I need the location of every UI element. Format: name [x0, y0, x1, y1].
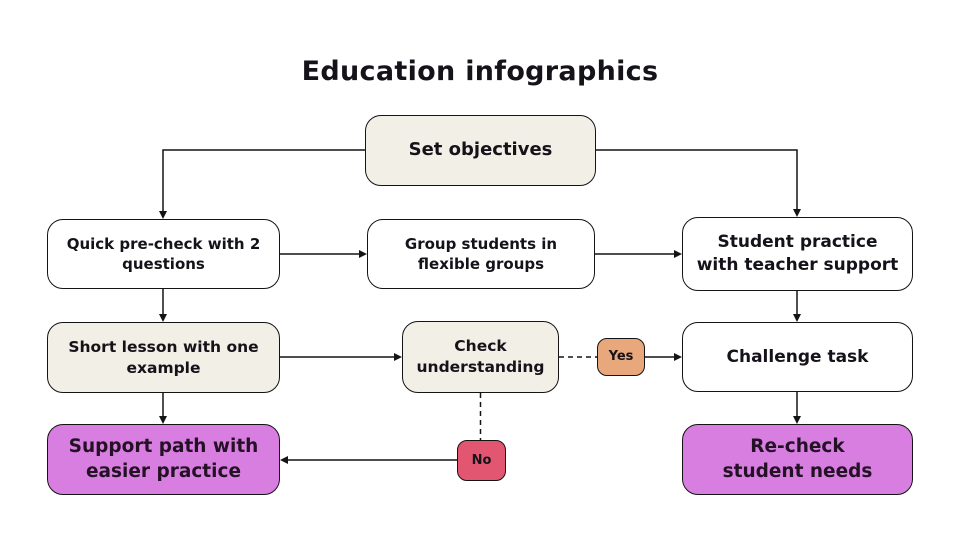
node-label: Set objectives — [408, 139, 553, 161]
node-set-objectives: Set objectives — [365, 115, 596, 186]
node-label: Check understanding — [416, 337, 545, 376]
node-label: Challenge task — [726, 346, 869, 367]
node-label: Short lesson with one example — [68, 337, 259, 377]
node-label: Student practice with teacher support — [696, 232, 899, 275]
decision-tag-no: No — [457, 440, 506, 481]
node-short-lesson: Short lesson with one example — [47, 322, 280, 393]
node-label: Quick pre-check with 2 questions — [66, 234, 261, 273]
node-label: No — [471, 452, 492, 468]
node-label: Group students in flexible groups — [404, 234, 558, 273]
edge-objectives-precheck — [159, 149, 365, 219]
node-label: Support path with easier practice — [68, 435, 259, 482]
node-student-practice: Student practice with teacher support — [682, 217, 913, 291]
node-quick-precheck: Quick pre-check with 2 questions — [47, 219, 280, 289]
node-group-students: Group students in flexible groups — [367, 219, 595, 289]
decision-tag-yes: Yes — [597, 338, 645, 376]
node-label: Yes — [608, 349, 634, 365]
node-support-path: Support path with easier practice — [47, 424, 280, 495]
node-challenge-task: Challenge task — [682, 322, 913, 392]
page-title: Education infographics — [301, 56, 659, 87]
node-recheck-needs: Re-check student needs — [682, 424, 913, 495]
node-check-understanding: Check understanding — [402, 321, 559, 393]
node-label: Re-check student needs — [722, 435, 873, 482]
edge-objectives-practice — [596, 149, 801, 217]
